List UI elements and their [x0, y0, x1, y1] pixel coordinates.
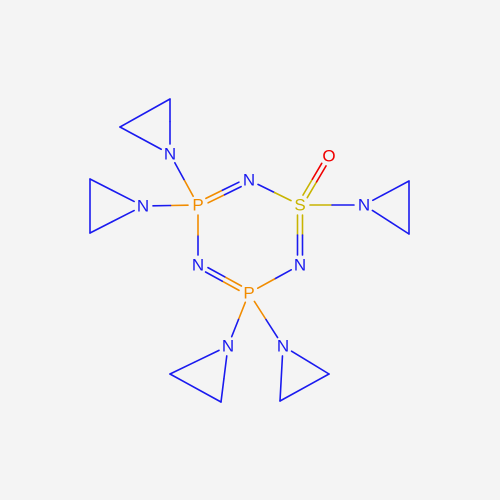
bond-P2-Nz4 [230, 318, 240, 338]
aziridine-az2-bond [139, 137, 163, 151]
atom-label-p1: P [192, 196, 203, 215]
aziridine-az1-bond [372, 189, 392, 202]
aziridine-az5-bond [279, 377, 283, 402]
aziridine-az4-bond [169, 361, 196, 375]
bond-N2-P2 [256, 278, 276, 289]
bond-S1-O1 [302, 178, 314, 196]
bond-P2-Nz4 [237, 301, 247, 321]
aziridine-az3-bond [89, 178, 113, 192]
atom-layer: P N S N P N O N N N N N [137, 145, 370, 356]
atom-label-nz1: N [358, 196, 370, 215]
bond-layer [89, 98, 410, 403]
aziridine-az5-bond [309, 361, 330, 375]
bond-P2-N3 [221, 280, 240, 292]
atom-label-n2: N [294, 256, 306, 275]
atom-label-p2: P [243, 284, 254, 303]
aziridine-az2-cc-bond [119, 98, 171, 128]
atom-label-nz4: N [222, 337, 234, 356]
bond-P1-Nz2 [183, 178, 194, 198]
aziridine-az1-bond [371, 209, 392, 224]
atom-label-nz5: N [277, 337, 289, 356]
bond-N1-S1 [273, 191, 292, 202]
bond-P1-N1 [221, 181, 240, 192]
bond-S1-O1 [311, 162, 323, 181]
bond-P2-N3 [204, 271, 224, 282]
aziridine-az3-bond [89, 220, 113, 234]
atom-label-s1: S [294, 196, 305, 215]
atom-label-nz3: N [137, 197, 149, 216]
bond-P1-N1 [223, 185, 242, 196]
aziridine-az5-bond [280, 355, 284, 380]
aziridine-az4-bond [193, 349, 220, 363]
bond-N1-S1 [257, 183, 276, 194]
aziridine-az5-cc-bond [279, 373, 330, 402]
aziridine-az3-bond [111, 189, 135, 203]
aziridine-az1-bond [390, 180, 410, 192]
aziridine-az2-bond [119, 126, 142, 139]
aziridine-az4-bond [223, 355, 228, 380]
bond-P2-N3 [223, 276, 243, 287]
aziridine-az3-bond [111, 209, 135, 223]
bond-P1-N1 [207, 193, 226, 204]
bond-S1-O1 [315, 165, 327, 183]
bond-N2-P2 [273, 269, 293, 280]
aziridine-az4-bond [220, 378, 225, 403]
atom-label-n3: N [192, 256, 204, 275]
atom-label-n1: N [243, 171, 255, 190]
aziridine-az1-bond [389, 221, 410, 235]
atom-label-nz2: N [164, 145, 176, 164]
bond-P2-Nz5 [253, 300, 267, 321]
aziridine-az4-cc-bond [169, 373, 222, 403]
bond-P1-N1 [205, 189, 224, 200]
bond-P1-Nz2 [174, 161, 185, 181]
bond-P2-Nz5 [265, 318, 279, 339]
atom-label-o1: O [322, 147, 335, 166]
aziridine-az5-bond [290, 350, 312, 364]
bond-P2-N3 [207, 266, 226, 278]
bond-S1-O1 [306, 180, 318, 199]
